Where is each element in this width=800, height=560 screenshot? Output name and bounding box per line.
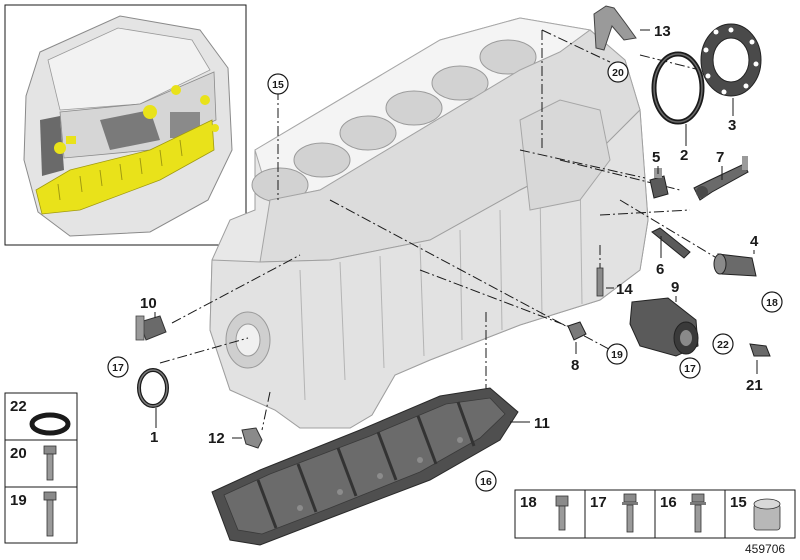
circled-references: 15 16 17 17 17 18 19 20: [107, 61, 783, 492]
leader-lines: [154, 29, 758, 439]
callout-6: 6: [656, 261, 664, 278]
callout-4: 4: [750, 233, 759, 250]
legend-item-16: 16: [660, 493, 706, 533]
part-21-sensor: [749, 343, 771, 357]
circled-ref-18: 18: [761, 291, 783, 313]
o-ring-icon: [29, 412, 71, 436]
callout-12: 12: [208, 430, 225, 447]
callout-10: 10: [140, 295, 157, 312]
legend-left: 22 20 19: [4, 392, 78, 544]
circled-ref-19: 19: [606, 343, 628, 365]
cylinder-bores: [251, 39, 537, 203]
circled-ref-16: 16: [475, 470, 497, 492]
circled-ref-20: 20: [607, 61, 629, 83]
svg-text:18: 18: [766, 297, 778, 309]
engine-block: [209, 17, 649, 429]
part-10-sensor: [135, 315, 167, 341]
engine-overview-illustration: [23, 15, 233, 237]
part-13-bracket: [593, 5, 637, 51]
callout-13: 13: [654, 23, 671, 40]
screw-icon: [555, 495, 569, 531]
circled-ref-17-left: 17: [107, 356, 129, 378]
legend-item-20: 20: [10, 445, 57, 481]
svg-text:18: 18: [520, 494, 537, 511]
svg-text:20: 20: [612, 67, 624, 79]
callout-21: 21: [746, 377, 763, 394]
part-8-clip: [567, 321, 587, 341]
legend-bottom: 18 17 16 15: [514, 489, 796, 539]
svg-text:17: 17: [112, 362, 124, 374]
part-12-clip: [241, 427, 263, 449]
long-bolt-icon: [43, 491, 57, 537]
part-3-sensor-wheel: [700, 23, 762, 97]
part-11-oil-pan-baffle: [211, 387, 519, 546]
callout-7: 7: [716, 149, 724, 166]
svg-text:16: 16: [660, 494, 677, 511]
flange-bolt-icon: [622, 493, 638, 533]
legend-item-17: 17: [590, 493, 638, 533]
hex-bolt-icon: [690, 493, 706, 533]
callout-3: 3: [728, 117, 736, 134]
part-9-thermostat-housing: [629, 297, 699, 357]
drawing-number: 459706: [745, 542, 785, 556]
svg-text:22: 22: [10, 398, 27, 415]
part-7-sensor: [693, 156, 749, 201]
callout-labels: 1 2 3 4 5 6 7 8 9 10 11 12 13 14 21: [140, 23, 763, 447]
callout-9: 9: [671, 279, 679, 296]
svg-text:16: 16: [480, 476, 492, 488]
bolt-icon: [43, 445, 57, 481]
legend-item-15: 15: [730, 494, 781, 531]
legend-item-19: 19: [10, 491, 57, 537]
svg-text:15: 15: [272, 79, 284, 91]
svg-text:20: 20: [10, 445, 27, 462]
part-2-shaft-seal: [651, 51, 705, 125]
legend-item-18: 18: [520, 494, 569, 531]
callout-5: 5: [652, 149, 660, 166]
legend-item-22: 22: [10, 398, 71, 436]
svg-text:19: 19: [611, 349, 623, 361]
svg-text:19: 19: [10, 492, 27, 509]
circled-ref-22: 22: [712, 333, 734, 355]
part-14-pin: [596, 267, 604, 297]
circled-ref-17-right: 17: [679, 357, 701, 379]
part-4-valve: [713, 253, 757, 277]
callout-11: 11: [534, 415, 550, 432]
callout-1: 1: [150, 429, 158, 446]
svg-text:15: 15: [730, 494, 747, 511]
dowel-sleeve-icon: [753, 498, 781, 531]
callout-8: 8: [571, 357, 579, 374]
svg-text:17: 17: [684, 363, 696, 375]
callout-2: 2: [680, 147, 688, 164]
circled-ref-15: 15: [267, 73, 289, 95]
engine-overview-inset: [4, 4, 247, 246]
callout-14: 14: [616, 281, 633, 298]
part-6-guide-rail: [651, 227, 691, 259]
part-5-sensor: [649, 168, 669, 199]
svg-text:22: 22: [717, 339, 729, 351]
svg-text:17: 17: [590, 494, 607, 511]
part-1-seal-ring: [137, 368, 169, 408]
